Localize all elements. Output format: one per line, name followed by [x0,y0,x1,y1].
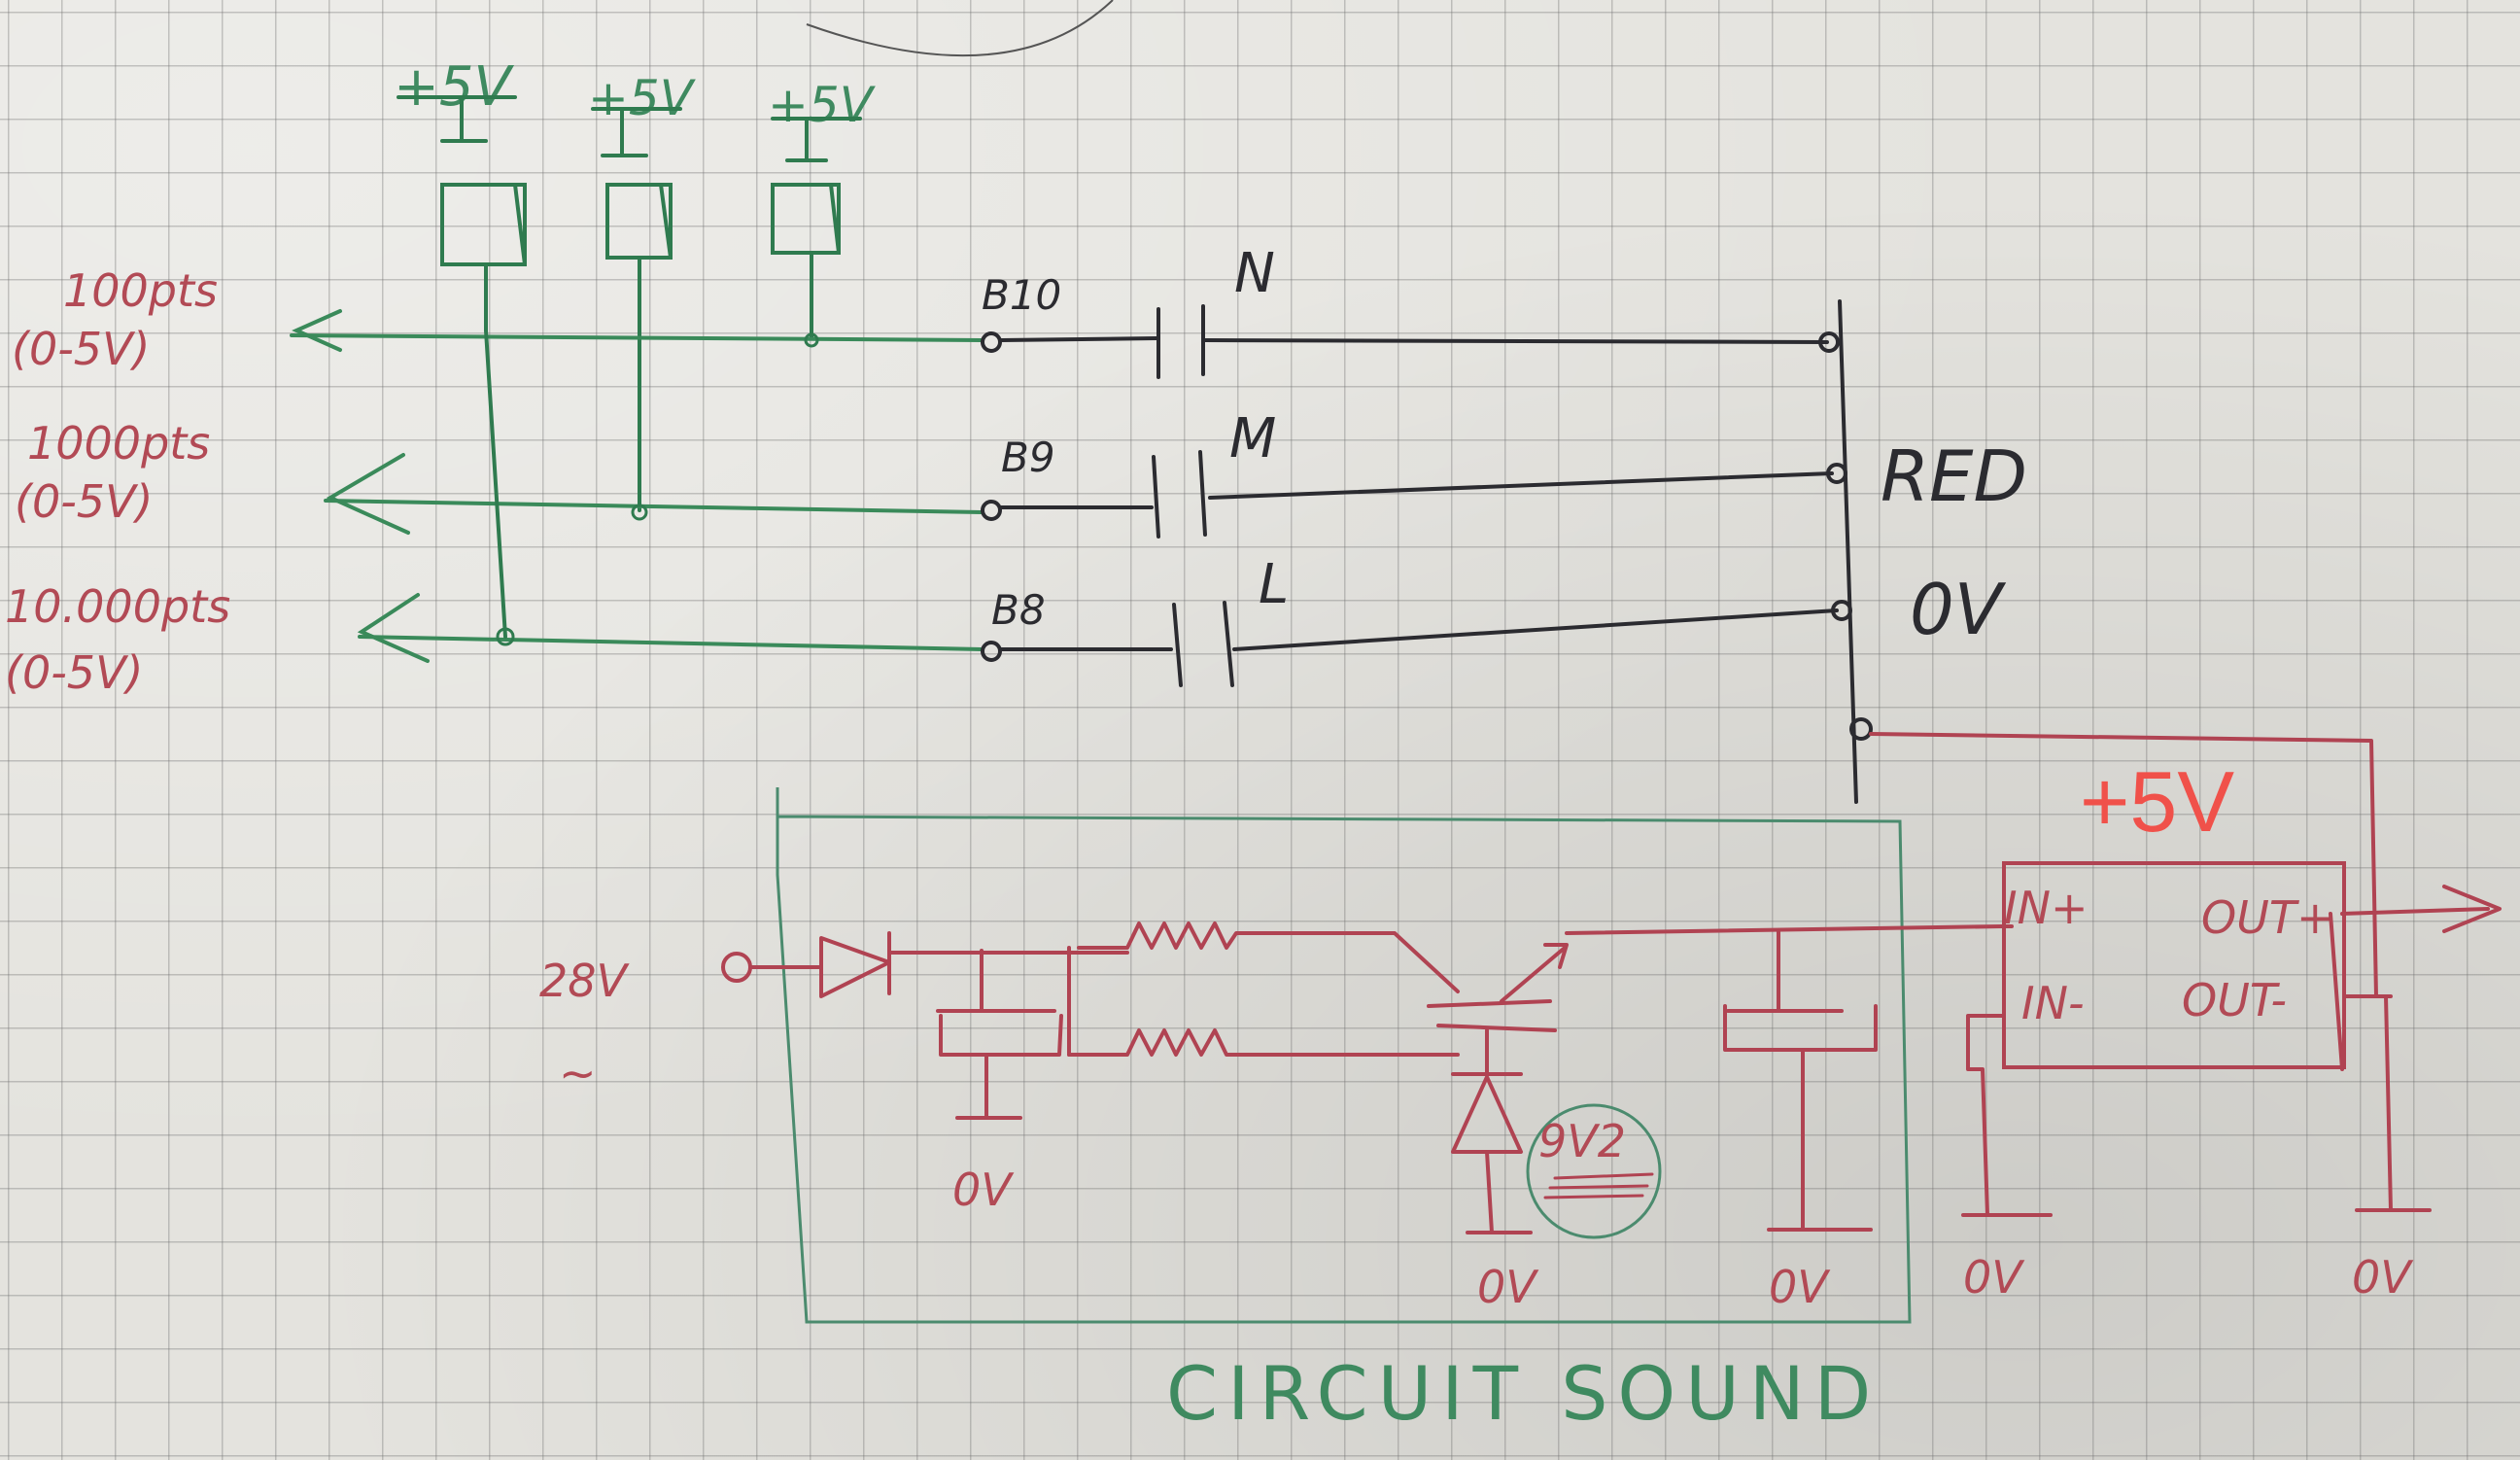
pin-b8 [981,641,1002,662]
transistor [1427,999,1552,1008]
channel-label-n: N [1234,242,1275,305]
ground-label-5: 0V [2352,1251,2414,1304]
output-arrow-5v [2442,885,2502,933]
regulator-out-minus: OUT- [2182,974,2287,1026]
ground-label-1: 0V [952,1164,1015,1216]
circuit-title: CIRCUIT SOUND [1166,1350,1881,1437]
zener-value: 9V2 [1538,1115,1626,1167]
resistor-1 [1077,921,1460,993]
enclosure-outline [776,787,1912,1324]
output-line-2 [324,499,984,514]
output-volts-1: (0-5V) [12,323,151,375]
rectifier-diode [819,936,891,998]
supply-label-1: +5V [394,55,515,119]
potentiometer-3 [771,117,841,340]
pin-b9 [981,500,1002,521]
connector-label-red: RED [1881,435,2027,517]
resistor-2 [1067,1028,1460,1057]
potentiometer-2 [601,107,673,512]
ground-label-4: 0V [1963,1251,2025,1304]
signal-inputs: B10 B9 B8 N M L RED 0V [981,242,2027,804]
output-arrow-3 [357,593,430,663]
power-supply: 28V ~ 0V 0V 9V2 [539,732,2502,1324]
ground-label-3: 0V [1769,1261,1831,1313]
pin-b10 [981,331,1002,353]
potentiometer-group: +5V +5V +5V [290,55,984,663]
ground-label-2: 0V [1477,1261,1539,1313]
pin-label-b9: B9 [1001,434,1055,481]
channel-label-m: M [1229,407,1276,470]
connector-bus [1838,299,1858,804]
capacitor-l [1172,603,1183,687]
supply-voltage-label: +5V [2080,753,2234,850]
supply-label-3: +5V [768,77,877,133]
potentiometer-1 [440,95,527,332]
capacitor-m [1152,455,1160,539]
output-volts-3: (0-5V) [5,646,144,699]
zener-diode [1451,1075,1523,1154]
regulator-in-minus: IN- [2021,977,2085,1029]
regulator-in-plus: IN+ [2004,882,2088,934]
pin-label-b10: B10 [982,271,1061,319]
supply-label-2: +5V [588,70,697,126]
output-labels: 100pts (0-5V) 1000pts (0-5V) 10.000pts (… [5,264,230,699]
output-range-2: 1000pts [27,417,210,469]
pencil-arc [806,0,1114,57]
pin-label-b8: B8 [991,586,1046,634]
input-voltage-label: 28V [539,955,631,1007]
output-volts-2: (0-5V) [15,475,154,528]
voltage-regulator [2002,861,2346,1069]
ac-symbol: ~ [559,1047,597,1099]
output-range-1: 100pts [63,264,218,317]
connector-label-0v: 0V [1910,569,2007,650]
output-range-3: 10.000pts [5,580,230,633]
output-line-3 [358,635,984,651]
channel-label-l: L [1259,553,1289,616]
output-line-1 [290,333,984,342]
regulator-out-plus: OUT+ [2201,891,2334,944]
input-terminal [721,952,752,983]
output-arrow-1 [292,309,342,352]
zener-annotation-circle [1526,1103,1662,1239]
output-arrow-2 [326,453,410,535]
